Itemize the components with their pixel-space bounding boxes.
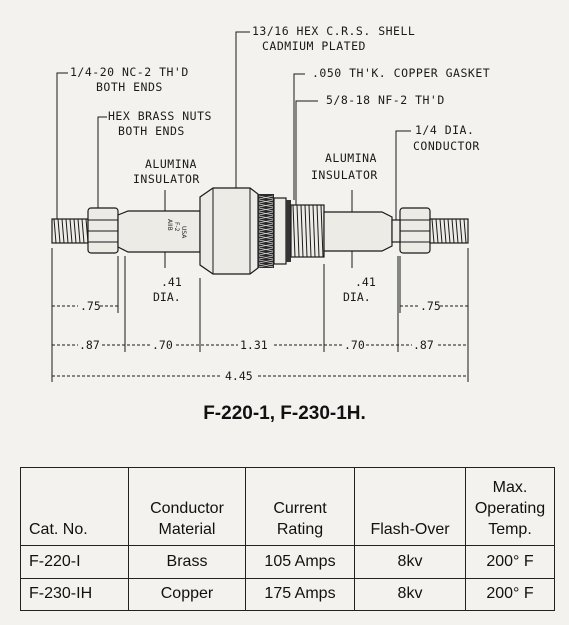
- dia-left-value: .41: [161, 275, 182, 289]
- cell-cat-no: F-230-IH: [20, 577, 129, 611]
- dim-left-75: .75: [80, 299, 101, 313]
- table-row: F-220-I Brass 105 Amps 8kv 200° F: [20, 545, 555, 579]
- dimension-lines: [52, 305, 468, 377]
- thread-callout-line1: 1/4-20 NC-2 TH'D: [70, 65, 189, 79]
- feedthrough-diagram: AIIB F-2 USA: [51, 24, 490, 383]
- shell-callout-line2: CADMIUM PLATED: [262, 39, 366, 53]
- header-cat-no: Cat. No.: [20, 467, 129, 546]
- header-flash-over: Flash-Over: [354, 467, 466, 546]
- cell-current: 175 Amps: [245, 577, 355, 611]
- body-marking-1: AIIB: [166, 219, 173, 231]
- alumina-right-line1: ALUMINA: [325, 151, 377, 165]
- left-threaded-stud: [51, 218, 89, 244]
- right-stud-neck: [391, 219, 401, 243]
- header-conductor-text: Conductor: [150, 500, 224, 517]
- header-temp-text: Temp.: [488, 521, 532, 538]
- cell-material: Copper: [128, 577, 246, 611]
- thread-callout-line2: BOTH ENDS: [96, 80, 163, 94]
- dim-right-70: .70: [344, 338, 365, 352]
- model-title: F-220-1, F-230-1H.: [203, 403, 366, 424]
- leader-lines: [56, 31, 411, 220]
- conductor-callout-line1: 1/4 DIA.: [415, 123, 474, 137]
- hex-shell: AIIB F-2 USA: [166, 187, 259, 275]
- header-rating-text: Rating: [276, 521, 324, 538]
- spec-table: Cat. No. Conductor Material Current Rati…: [20, 467, 555, 611]
- knurled-band: [258, 194, 274, 268]
- cell-flash-over: 8kv: [354, 545, 466, 579]
- nuts-callout-line1: HEX BRASS NUTS: [108, 109, 212, 123]
- dim-left-70: .70: [152, 338, 173, 352]
- alumina-left-line2: INSULATOR: [133, 172, 200, 186]
- header-operating-text: Operating: [474, 500, 546, 517]
- shell-collar: [273, 197, 287, 265]
- dia-right-value: .41: [355, 275, 376, 289]
- right-alumina-insulator: [323, 211, 393, 252]
- header-current-text: Current: [273, 500, 327, 517]
- body-marking-2: F-2: [173, 222, 180, 232]
- cell-cat-no: F-220-I: [20, 545, 129, 579]
- extension-lines: [51, 248, 469, 382]
- cell-max-temp: 200° F: [465, 577, 555, 611]
- header-material-text: Material: [158, 521, 216, 538]
- cell-max-temp: 200° F: [465, 545, 555, 579]
- nuts-callout-line2: BOTH ENDS: [118, 124, 185, 138]
- table-header-row: Cat. No. Conductor Material Current Rati…: [20, 467, 555, 546]
- shell-callout-line1: 13/16 HEX C.R.S. SHELL: [252, 24, 415, 38]
- dia-right-unit: DIA.: [343, 290, 371, 304]
- dim-left-87: .87: [79, 338, 100, 352]
- copper-gasket: [286, 200, 291, 262]
- alumina-left-line1: ALUMINA: [145, 157, 197, 171]
- header-cat-no-text: Cat. No.: [29, 521, 88, 538]
- dia-leaders: [164, 251, 353, 268]
- right-hex-brass-nut: [399, 207, 431, 254]
- header-conductor-material: Conductor Material: [128, 467, 246, 546]
- cell-material: Brass: [128, 545, 246, 579]
- right-threaded-stud: [429, 218, 469, 244]
- gasket-callout: .050 TH'K. COPPER GASKET: [312, 66, 490, 80]
- feedthrough-assembly: AIIB F-2 USA: [51, 187, 469, 275]
- table-row: F-230-IH Copper 175 Amps 8kv 200° F: [20, 577, 555, 611]
- body-marking-3: USA: [180, 226, 187, 239]
- header-max-text: Max.: [492, 479, 528, 496]
- dim-overall: 4.45: [225, 369, 253, 383]
- header-flash-over-text: Flash-Over: [370, 521, 450, 538]
- header-current-rating: Current Rating: [245, 467, 355, 546]
- dia-left-unit: DIA.: [153, 290, 181, 304]
- nf-thread-callout: 5/8-18 NF-2 TH'D: [326, 93, 445, 107]
- conductor-callout-line2: CONDUCTOR: [413, 139, 480, 153]
- dim-right-87: .87: [413, 338, 434, 352]
- header-max-temp: Max. Operating Temp.: [465, 467, 555, 546]
- nf-threaded-section: [290, 204, 325, 258]
- alumina-right-line2: INSULATOR: [311, 168, 378, 182]
- cell-current: 105 Amps: [245, 545, 355, 579]
- dim-right-75: .75: [420, 299, 441, 313]
- left-hex-brass-nut: [87, 207, 119, 254]
- dim-center-131: 1.31: [240, 338, 268, 352]
- cell-flash-over: 8kv: [354, 577, 466, 611]
